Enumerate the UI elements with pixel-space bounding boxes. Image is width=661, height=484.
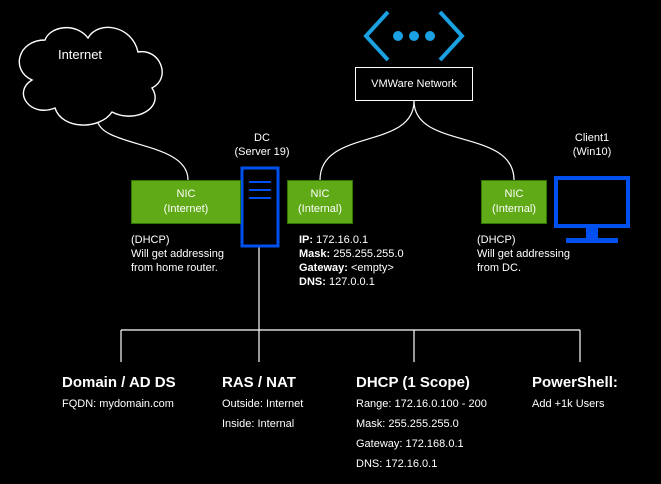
note-line: Will get addressing	[477, 248, 570, 260]
note-line: (DHCP)	[477, 234, 516, 246]
section-dhcp-line: DNS: 172.16.0.1	[356, 458, 438, 470]
dc-name: DC	[254, 132, 270, 144]
section-ras: RAS / NAT Outside: Internet Inside: Inte…	[222, 374, 303, 431]
client-name: Client1	[574, 132, 610, 144]
dns-value: 127.0.0.1	[328, 276, 375, 288]
network-icon	[363, 10, 465, 62]
section-dhcp-line: Gateway: 172.168.0.1	[356, 438, 464, 450]
section-ras-title: RAS / NAT	[222, 374, 296, 391]
note-line: from DC.	[477, 262, 521, 274]
nic-dc-internet: NIC (Internet)	[131, 180, 241, 224]
connector-internet-to-dc-nic	[96, 117, 189, 181]
mask-value: 255.255.255.0	[333, 248, 404, 260]
dns-label: DNS:	[299, 276, 326, 288]
nic-client-internal-sub: (Internal)	[491, 203, 537, 215]
gateway-value: <empty>	[350, 262, 394, 274]
dc-internet-note: (DHCP) Will get addressing from home rou…	[131, 233, 224, 275]
section-ras-line: Inside: Internal	[222, 418, 295, 430]
client-sub: (Win10)	[572, 146, 612, 158]
section-powershell-line: Add +1k Users	[532, 398, 605, 410]
monitor-icon	[554, 176, 630, 243]
ip-label: IP:	[299, 234, 314, 246]
section-domain-title: Domain / AD DS	[62, 374, 176, 391]
dc-sub: (Server 19)	[234, 146, 290, 158]
cloud-label: Internet	[57, 47, 103, 62]
dc-internal-config: IP: 172.16.0.1 Mask: 255.255.255.0 Gatew…	[299, 233, 404, 289]
note-line: (DHCP)	[131, 234, 170, 246]
connector-vmware-to-client-nic	[413, 100, 515, 181]
mask-row: Mask: 255.255.255.0	[299, 247, 404, 261]
section-dhcp-line: Mask: 255.255.255.0	[356, 418, 459, 430]
client-label: Client1 (Win10)	[552, 131, 632, 159]
section-dhcp-line: Range: 172.16.0.100 - 200	[356, 398, 487, 410]
mask-label: Mask:	[299, 248, 331, 260]
nic-dc-internal-title: NIC	[310, 188, 330, 200]
vmware-network-box: VMWare Network	[355, 67, 473, 101]
nic-client-internal: NIC (Internal)	[481, 180, 547, 224]
gateway-row: Gateway: <empty>	[299, 261, 404, 275]
connector-vmware-to-dc-nic	[319, 100, 415, 181]
nic-dc-internet-sub: (Internet)	[163, 203, 209, 215]
vmware-network-label: VMWare Network	[371, 78, 457, 90]
client-note: (DHCP) Will get addressing from DC.	[477, 233, 570, 275]
section-dhcp: DHCP (1 Scope) Range: 172.16.0.100 - 200…	[356, 374, 487, 471]
dns-row: DNS: 127.0.0.1	[299, 275, 404, 289]
nic-client-internal-title: NIC	[504, 188, 524, 200]
section-powershell: PowerShell: Add +1k Users	[532, 374, 618, 411]
note-line: Will get addressing	[131, 248, 224, 260]
nic-dc-internal: NIC (Internal)	[287, 180, 353, 224]
server-icon	[240, 166, 280, 248]
ip-value: 172.16.0.1	[316, 234, 369, 246]
gateway-label: Gateway:	[299, 262, 348, 274]
section-powershell-title: PowerShell:	[532, 374, 618, 391]
section-domain-line: FQDN: mydomain.com	[62, 398, 174, 410]
dc-label: DC (Server 19)	[222, 131, 302, 159]
section-dhcp-title: DHCP (1 Scope)	[356, 374, 470, 391]
cloud-icon	[18, 26, 163, 126]
nic-dc-internet-title: NIC	[176, 188, 196, 200]
nic-dc-internal-sub: (Internal)	[297, 203, 343, 215]
note-line: from home router.	[131, 262, 218, 274]
section-domain: Domain / AD DS FQDN: mydomain.com	[62, 374, 176, 411]
section-ras-line: Outside: Internet	[222, 398, 304, 410]
ip-row: IP: 172.16.0.1	[299, 233, 404, 247]
